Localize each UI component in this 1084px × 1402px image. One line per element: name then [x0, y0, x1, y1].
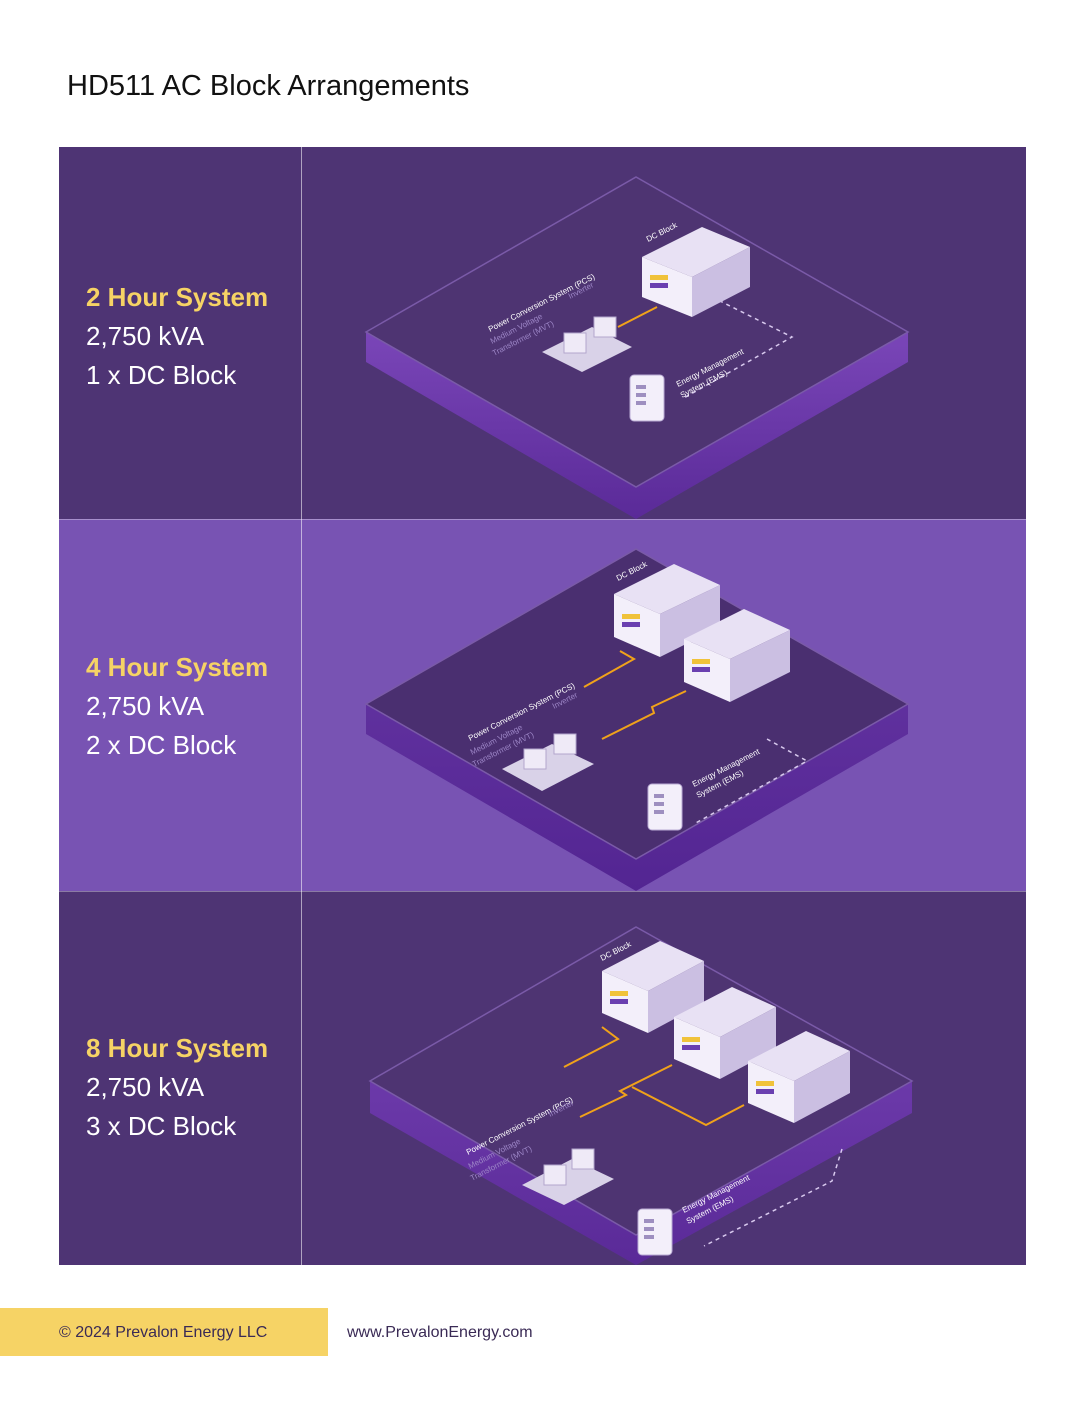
diagram-8-hour: DC Block Power Conversion System (PCS) I…: [302, 891, 1026, 1265]
system-power: 2,750 kVA: [86, 321, 205, 351]
dc-block: [642, 227, 750, 317]
dc-block: [614, 564, 720, 657]
system-name: 4 Hour System: [86, 652, 269, 682]
column-divider: [301, 147, 302, 1265]
page-title: HD511 AC Block Arrangements: [67, 70, 470, 102]
system-blocks: 1 x DC Block: [86, 360, 237, 390]
system-blocks: 3 x DC Block: [86, 1111, 237, 1141]
arrangements-grid: 2 Hour System 2,750 kVA 1 x DC Block 4 H…: [59, 147, 1026, 1265]
diagram-4-hour: DC Block Power Conversion System (PCS) I…: [302, 519, 1026, 891]
row-label-8-hour: 8 Hour System 2,750 kVA 3 x DC Block: [86, 1029, 268, 1146]
system-blocks: 2 x DC Block: [86, 730, 237, 760]
ems-cabinet: [629, 374, 665, 422]
dc-block: [602, 941, 704, 1033]
diagram-2-hour: DC Block Power Conversion System (PCS) I…: [302, 147, 1026, 519]
row-divider: [59, 519, 1026, 520]
row-label-4-hour: 4 Hour System 2,750 kVA 2 x DC Block: [86, 648, 268, 765]
dc-block: [684, 609, 790, 702]
system-name: 2 Hour System: [86, 282, 269, 312]
dc-block: [748, 1031, 850, 1123]
dc-block: [674, 987, 776, 1079]
system-name: 8 Hour System: [86, 1033, 269, 1063]
copyright-text: © 2024 Prevalon Energy LLC: [59, 1324, 268, 1341]
ems-cabinet: [647, 783, 683, 831]
footer-band: [0, 1308, 328, 1356]
row-label-2-hour: 2 Hour System 2,750 kVA 1 x DC Block: [86, 278, 268, 395]
ems-cabinet: [637, 1208, 673, 1256]
system-power: 2,750 kVA: [86, 1072, 205, 1102]
system-power: 2,750 kVA: [86, 691, 205, 721]
website-link[interactable]: www.PrevalonEnergy.com: [347, 1324, 533, 1341]
row-divider: [59, 891, 1026, 892]
